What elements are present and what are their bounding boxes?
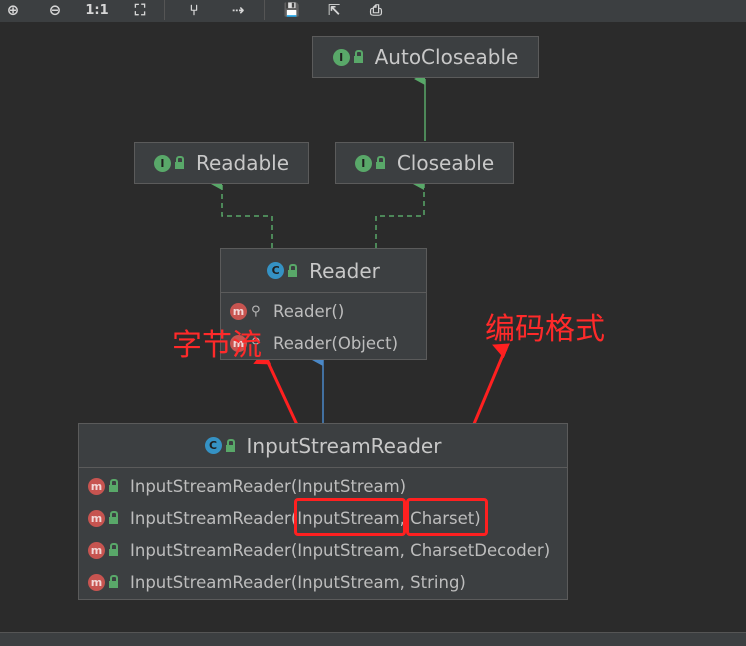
actual-size-icon[interactable]: 1:1 [85,2,109,18]
member-label: InputStreamReader(InputStream, Charset) [130,508,481,528]
node-title: Readable [195,151,290,175]
method-icon: m [88,541,105,559]
method-icon: m [88,509,105,527]
highlight-box-charset [406,498,488,536]
save-icon[interactable]: 💾 [283,2,301,18]
bottom-status-strip [0,632,746,646]
node-autocloseable[interactable]: I AutoCloseable [312,36,539,78]
method-icon: m [230,302,247,320]
interface-icon: I [153,154,171,172]
node-title: AutoCloseable [374,45,519,69]
public-lock-icon [353,50,363,63]
zoom-out-icon[interactable]: ⊖ [48,1,62,19]
annotation-right: 编码格式 [485,312,605,347]
member-label: Reader(Object) [273,333,399,353]
member-row[interactable]: m ⚲ Reader() [221,295,426,327]
member-label: Reader() [273,301,345,321]
interface-icon: I [332,48,350,66]
node-title: InputStreamReader [246,433,442,458]
member-label: InputStreamReader(InputStream, CharsetDe… [130,540,551,560]
class-icon: C [204,437,222,454]
node-closeable[interactable]: I Closeable [335,142,514,184]
toolbar-separator [264,0,265,20]
interface-icon: I [354,154,372,172]
member-row[interactable]: m ⚲ Reader(Object) [221,327,426,359]
export-icon[interactable]: ⇱ [327,1,341,19]
edge-reader-closeable [375,178,425,248]
toolbar-separator [164,0,165,20]
member-row[interactable]: m InputStreamReader(InputStream) [79,470,567,502]
member-row[interactable]: m InputStreamReader(InputStream, Charset… [79,502,567,534]
public-lock-icon [109,479,118,492]
annotation-left: 字节流 [172,328,262,363]
navigate-icon[interactable]: ⇢ [231,1,245,19]
public-lock-icon [109,575,118,588]
public-lock-icon [375,156,385,169]
method-icon: m [88,477,105,495]
fit-content-icon[interactable]: ⛶ [134,1,146,19]
protected-key-icon: ⚲ [251,335,261,351]
zoom-in-icon[interactable]: ⊕ [6,1,20,19]
member-row[interactable]: m InputStreamReader(InputStream, Charset… [79,534,567,566]
public-lock-icon [109,543,118,556]
public-lock-icon [109,511,118,524]
class-icon: C [267,262,285,279]
node-title: Closeable [396,151,495,175]
public-lock-icon [288,263,298,277]
node-reader[interactable]: C Reader m ⚲ Reader() m ⚲ Reader(Object) [220,248,427,360]
method-icon: m [88,573,105,591]
edge-reader-readable [211,178,273,248]
highlight-box-inputstream [294,498,406,536]
protected-key-icon: ⚲ [251,303,261,319]
member-label: InputStreamReader(InputStream) [130,476,407,496]
member-row[interactable]: m InputStreamReader(InputStream, String) [79,566,567,598]
diagram-toolbar: ⊕ ⊖ 1:1 ⛶ ⑂ ⇢ 💾 ⇱ ⎙ [0,0,746,22]
node-readable[interactable]: I Readable [134,142,309,184]
method-icon: m [230,334,247,352]
node-title: Reader [309,258,380,283]
member-label: InputStreamReader(InputStream, String) [130,572,466,592]
public-lock-icon [225,438,235,452]
print-icon[interactable]: ⎙ [369,1,382,19]
public-lock-icon [174,156,184,169]
layout-icon[interactable]: ⑂ [189,1,199,19]
